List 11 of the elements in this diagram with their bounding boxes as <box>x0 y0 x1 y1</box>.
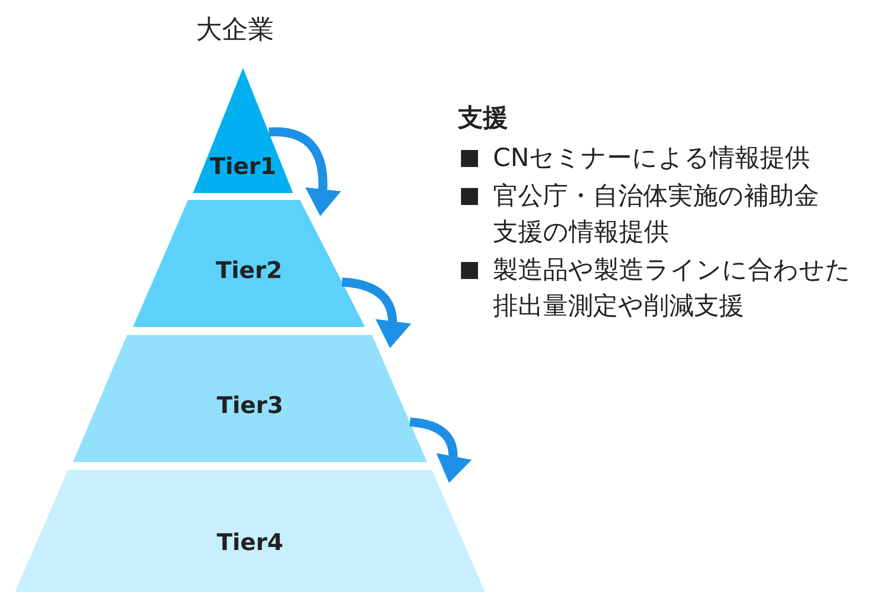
pyramid-tier: Tier1 <box>193 68 293 193</box>
title: 大企業 <box>196 14 274 47</box>
pyramid-tier: Tier3 <box>73 335 427 462</box>
bullet-text: 製造品や製造ラインに合わせた排出量測定や削減支援 <box>493 254 852 322</box>
heading: 支援 <box>458 102 509 134</box>
curved-arrow <box>268 127 341 216</box>
curved-arrow <box>342 278 411 348</box>
bullet-text: 官公庁・自治体実施の補助金支援の情報提供 <box>493 180 820 248</box>
pyramid-tier: Tier2 <box>133 200 365 327</box>
pyramid-tier: Tier4 <box>15 470 485 592</box>
bullet-text: CNセミナーによる情報提供 <box>493 142 812 174</box>
